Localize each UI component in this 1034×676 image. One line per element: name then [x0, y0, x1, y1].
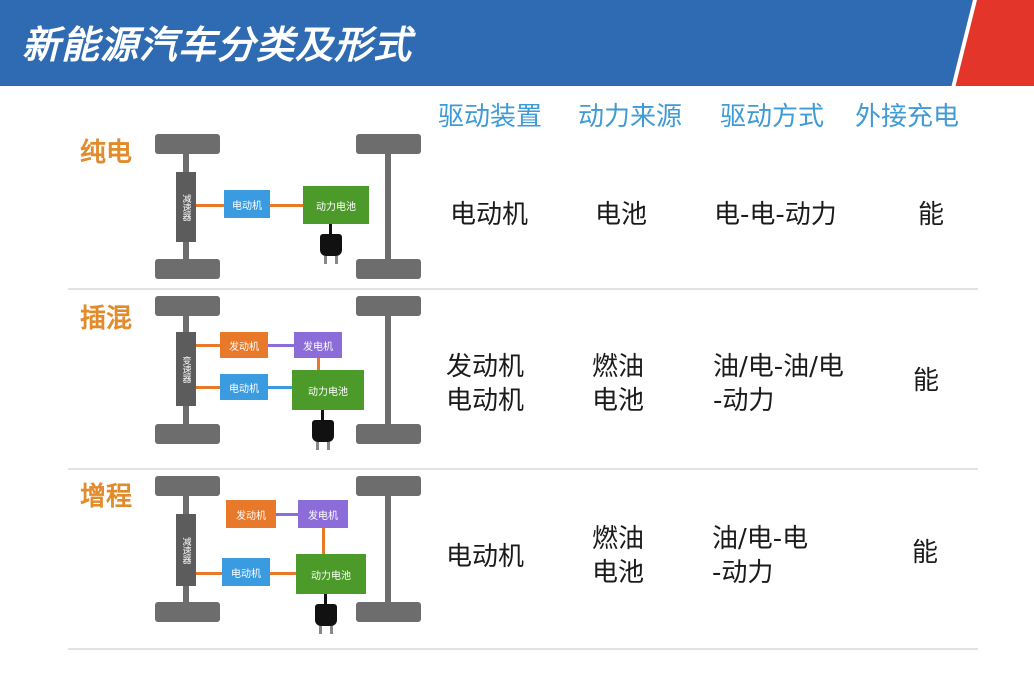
cell-line: 电池 — [592, 558, 645, 588]
cell-power-source: 燃油 电池 — [592, 350, 644, 418]
plug-prong — [327, 442, 330, 450]
column-header-drive-device: 驱动装置 — [438, 102, 543, 132]
cell-drive-device: 发动机 电动机 — [446, 350, 524, 418]
column-header-power-source: 动力来源 — [578, 102, 683, 132]
cell-line: 油/电-油/电 — [713, 352, 844, 382]
generator-box: 发电机 — [298, 500, 348, 528]
battery-box: 动力电池 — [296, 554, 366, 594]
wheel-front-right — [356, 134, 421, 154]
wheel-rear-right — [356, 259, 421, 279]
cell-line: 电动机 — [446, 386, 525, 416]
cell-external-charge: 能 — [918, 200, 945, 230]
plug-prong — [316, 442, 319, 450]
plug-prong — [335, 256, 338, 264]
cell-line: -动力 — [712, 558, 774, 588]
cell-external-charge: 能 — [913, 366, 940, 396]
connector-line — [196, 386, 220, 389]
charge-cable — [321, 410, 324, 420]
cell-drive-device: 电动机 — [450, 200, 529, 230]
wheel-rear-left — [155, 424, 220, 444]
charge-cable — [324, 594, 327, 604]
cell-drive-mode: 油/电-电 -动力 — [712, 522, 808, 590]
column-header-external-charge: 外接充电 — [855, 102, 960, 132]
wheel-front-left — [155, 134, 220, 154]
connector-line — [276, 513, 298, 516]
cell-drive-mode: 电-电-动力 — [714, 200, 837, 230]
axle-right — [385, 154, 391, 259]
battery-box: 动力电池 — [303, 186, 369, 224]
connector-line — [196, 344, 220, 347]
row-label: 增程 — [80, 482, 133, 512]
wheel-front-left — [155, 296, 220, 316]
plug-prong — [330, 626, 333, 634]
cell-external-charge: 能 — [912, 538, 939, 568]
battery-box: 动力电池 — [292, 370, 364, 410]
engine-box: 发动机 — [226, 500, 276, 528]
cell-line: 油/电-电 — [712, 524, 809, 554]
plug-prong — [324, 256, 327, 264]
axle-right — [385, 496, 391, 602]
wheel-rear-right — [356, 424, 421, 444]
row-label: 插混 — [80, 304, 133, 334]
reducer-gearbox: 减速器 — [176, 172, 196, 242]
wheel-front-right — [356, 296, 421, 316]
connector-line — [196, 572, 222, 575]
connector-line — [268, 386, 292, 389]
motor-box: 电动机 — [222, 558, 270, 586]
charging-plug-icon — [315, 604, 337, 626]
cell-drive-mode: 油/电-油/电 -动力 — [713, 350, 844, 418]
reducer-gearbox: 减速器 — [176, 514, 196, 586]
charging-plug-icon — [320, 234, 342, 256]
page-title: 新能源汽车分类及形式 — [22, 23, 413, 67]
title-banner: 新能源汽车分类及形式 — [0, 0, 1034, 86]
motor-box: 电动机 — [224, 190, 270, 218]
plug-prong — [319, 626, 322, 634]
charge-cable — [329, 224, 332, 234]
cell-power-source: 燃油 电池 — [592, 522, 644, 590]
connector-line — [196, 204, 224, 207]
connector-line — [268, 344, 294, 347]
generator-box: 发电机 — [294, 332, 342, 358]
connector-line — [322, 528, 325, 554]
motor-box: 电动机 — [220, 374, 268, 400]
wheel-rear-left — [155, 259, 220, 279]
charging-plug-icon — [312, 420, 334, 442]
banner-accent-stripe — [950, 0, 1034, 86]
wheel-front-left — [155, 476, 220, 496]
axle-right — [385, 316, 391, 424]
cell-line: 燃油 — [592, 352, 645, 382]
connector-line — [317, 358, 320, 370]
cell-line: 发动机 — [446, 352, 525, 382]
wheel-rear-right — [356, 602, 421, 622]
transmission-gearbox: 变速器 — [176, 332, 196, 406]
connector-line — [270, 204, 303, 207]
cell-power-source: 电池 — [595, 200, 648, 230]
row-divider — [68, 468, 978, 470]
engine-box: 发动机 — [220, 332, 268, 358]
row-divider — [68, 648, 978, 650]
cell-line: 电池 — [592, 386, 645, 416]
wheel-front-right — [356, 476, 421, 496]
cell-line: 燃油 — [592, 524, 645, 554]
connector-line — [270, 572, 296, 575]
row-label: 纯电 — [80, 138, 133, 168]
cell-drive-device: 电动机 — [446, 542, 525, 572]
wheel-rear-left — [155, 602, 220, 622]
row-divider — [68, 288, 978, 290]
cell-line: -动力 — [713, 386, 775, 416]
column-header-drive-mode: 驱动方式 — [720, 102, 825, 132]
